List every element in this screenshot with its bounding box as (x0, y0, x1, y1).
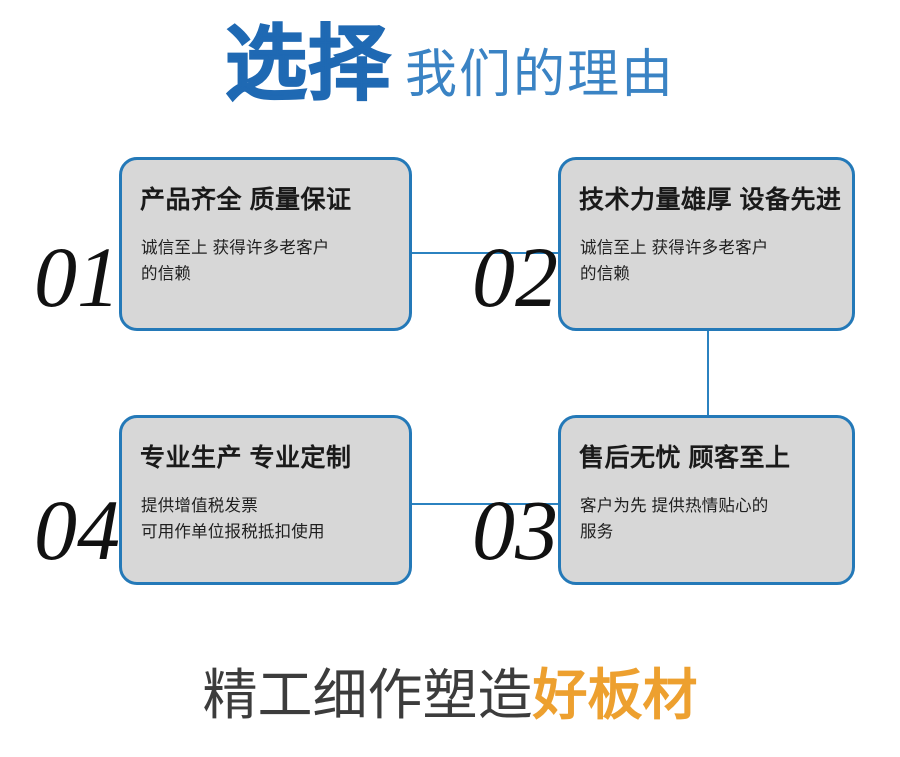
card-body-02: 诚信至上 获得许多老客户 的信赖 (580, 236, 768, 287)
page-title-strong: 选择 (224, 17, 391, 112)
card-numeral-03: 03 (472, 482, 558, 578)
connector-line-02-to-03 (707, 330, 709, 416)
feature-card-04[interactable]: 专业生产 专业定制 提供增值税发票 可用作单位报税抵扣使用 (119, 415, 412, 585)
connector-line-01-to-02 (411, 252, 559, 254)
card-body-03: 客户为先 提供热情贴心的 服务 (580, 494, 768, 545)
card-body-01: 诚信至上 获得许多老客户 的信赖 (141, 236, 329, 287)
card-body-line: 客户为先 提供热情贴心的 (580, 497, 769, 515)
card-title-01: 产品齐全 质量保证 (140, 186, 352, 214)
card-body-line: 可用作单位报税抵扣使用 (141, 522, 325, 541)
card-title-02: 技术力量雄厚 设备先进 (579, 186, 842, 214)
connector-line-03-to-04 (411, 503, 559, 505)
page-title-light: 我们的理由 (405, 46, 676, 104)
card-body-line: 诚信至上 获得许多老客户 (580, 239, 769, 257)
card-body-line: 诚信至上 获得许多老客户 (141, 239, 330, 257)
feature-card-01[interactable]: 产品齐全 质量保证 诚信至上 获得许多老客户 的信赖 (119, 157, 412, 331)
card-body-line: 提供增值税发票 (141, 497, 258, 515)
card-body-04: 提供增值税发票 可用作单位报税抵扣使用 (141, 494, 325, 545)
card-body-line: 的信赖 (580, 264, 631, 283)
card-body-line: 服务 (580, 522, 614, 541)
footer-tagline-dark: 精工细作塑造 (202, 664, 533, 726)
card-numeral-04: 04 (34, 482, 120, 578)
feature-card-03[interactable]: 售后无忧 顾客至上 客户为先 提供热情贴心的 服务 (558, 415, 855, 585)
feature-card-02[interactable]: 技术力量雄厚 设备先进 诚信至上 获得许多老客户 的信赖 (558, 157, 855, 331)
card-title-04: 专业生产 专业定制 (140, 444, 352, 472)
card-body-line: 的信赖 (141, 264, 192, 283)
footer-tagline: 精工细作塑造好板材 (0, 668, 900, 723)
page-title: 选择我们的理由 (0, 23, 900, 107)
footer-tagline-accent: 好板材 (532, 663, 698, 727)
card-title-03: 售后无忧 顾客至上 (579, 444, 791, 472)
card-numeral-01: 01 (34, 229, 120, 325)
card-numeral-02: 02 (472, 229, 558, 325)
